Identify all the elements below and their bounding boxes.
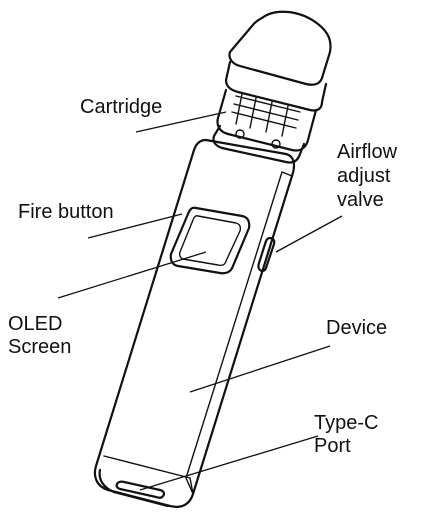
label-airflow-line1: Airflow <box>337 141 398 163</box>
airflow-valve-slot <box>257 236 276 273</box>
leader-cartridge <box>135 111 227 133</box>
label-oled-line2: Screen <box>8 336 71 358</box>
label-cartridge: Cartridge <box>80 96 162 118</box>
label-typec-line1: Type-C <box>314 412 378 434</box>
cartridge-contact-left <box>235 129 245 139</box>
airflow-valve <box>257 236 276 273</box>
cartridge-mouthpiece-skirt <box>224 60 328 112</box>
leader-device <box>189 345 331 393</box>
leader-oled-screen <box>57 251 207 299</box>
typec-port <box>115 480 166 499</box>
label-airflow-line2: adjust <box>337 165 391 187</box>
cartridge-window <box>231 93 301 137</box>
device-bottom <box>98 468 170 508</box>
device-side-edge <box>103 139 287 495</box>
leader-fire-button <box>87 213 183 239</box>
oled-screen <box>169 206 251 275</box>
cartridge-contact-right <box>271 139 281 149</box>
oled-screen-outer <box>169 206 251 275</box>
label-device: Device <box>326 317 387 339</box>
device-body <box>93 138 296 508</box>
cartridge-mouthpiece <box>228 10 332 86</box>
oled-screen-inner <box>178 215 242 267</box>
label-fire-button: Fire button <box>18 201 114 223</box>
device-right-face <box>185 171 293 495</box>
label-oled-line1: OLED <box>8 313 62 335</box>
label-typec-line2: Port <box>314 435 351 457</box>
leader-airflow <box>275 215 343 253</box>
cartridge-body <box>216 88 318 152</box>
device-outline <box>93 138 296 508</box>
leader-typec <box>139 435 319 491</box>
cartridge-bottom <box>212 124 306 164</box>
label-airflow-line3: valve <box>337 189 384 211</box>
typec-port-opening <box>115 480 166 499</box>
cartridge-part <box>212 10 332 164</box>
